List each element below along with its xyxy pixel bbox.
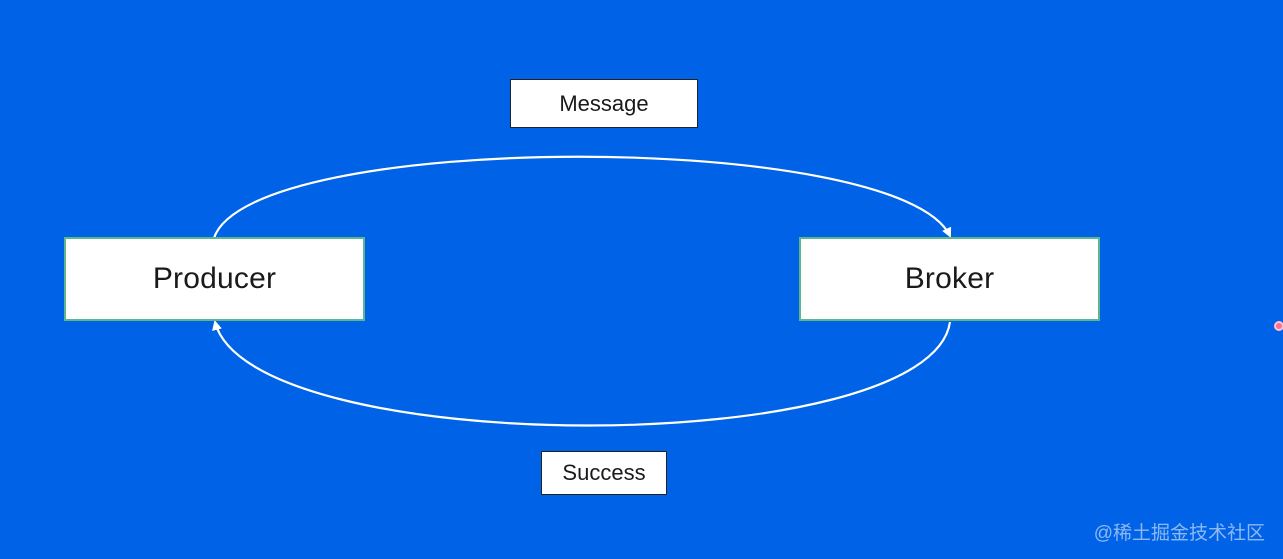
success-arrow — [212, 320, 952, 427]
broker-node: Broker — [799, 237, 1100, 321]
watermark: @稀土掘金技术社区 — [1093, 523, 1265, 544]
success-label-box: Success — [541, 451, 667, 495]
message-label-box: Message — [510, 79, 698, 128]
broker-label: Broker — [904, 262, 995, 295]
cursor-indicator — [1274, 321, 1283, 331]
message-label: Message — [559, 90, 649, 116]
producer-node: Producer — [64, 237, 365, 321]
message-arrow — [212, 155, 952, 239]
success-label: Success — [562, 460, 646, 485]
producer-label: Producer — [152, 262, 277, 295]
